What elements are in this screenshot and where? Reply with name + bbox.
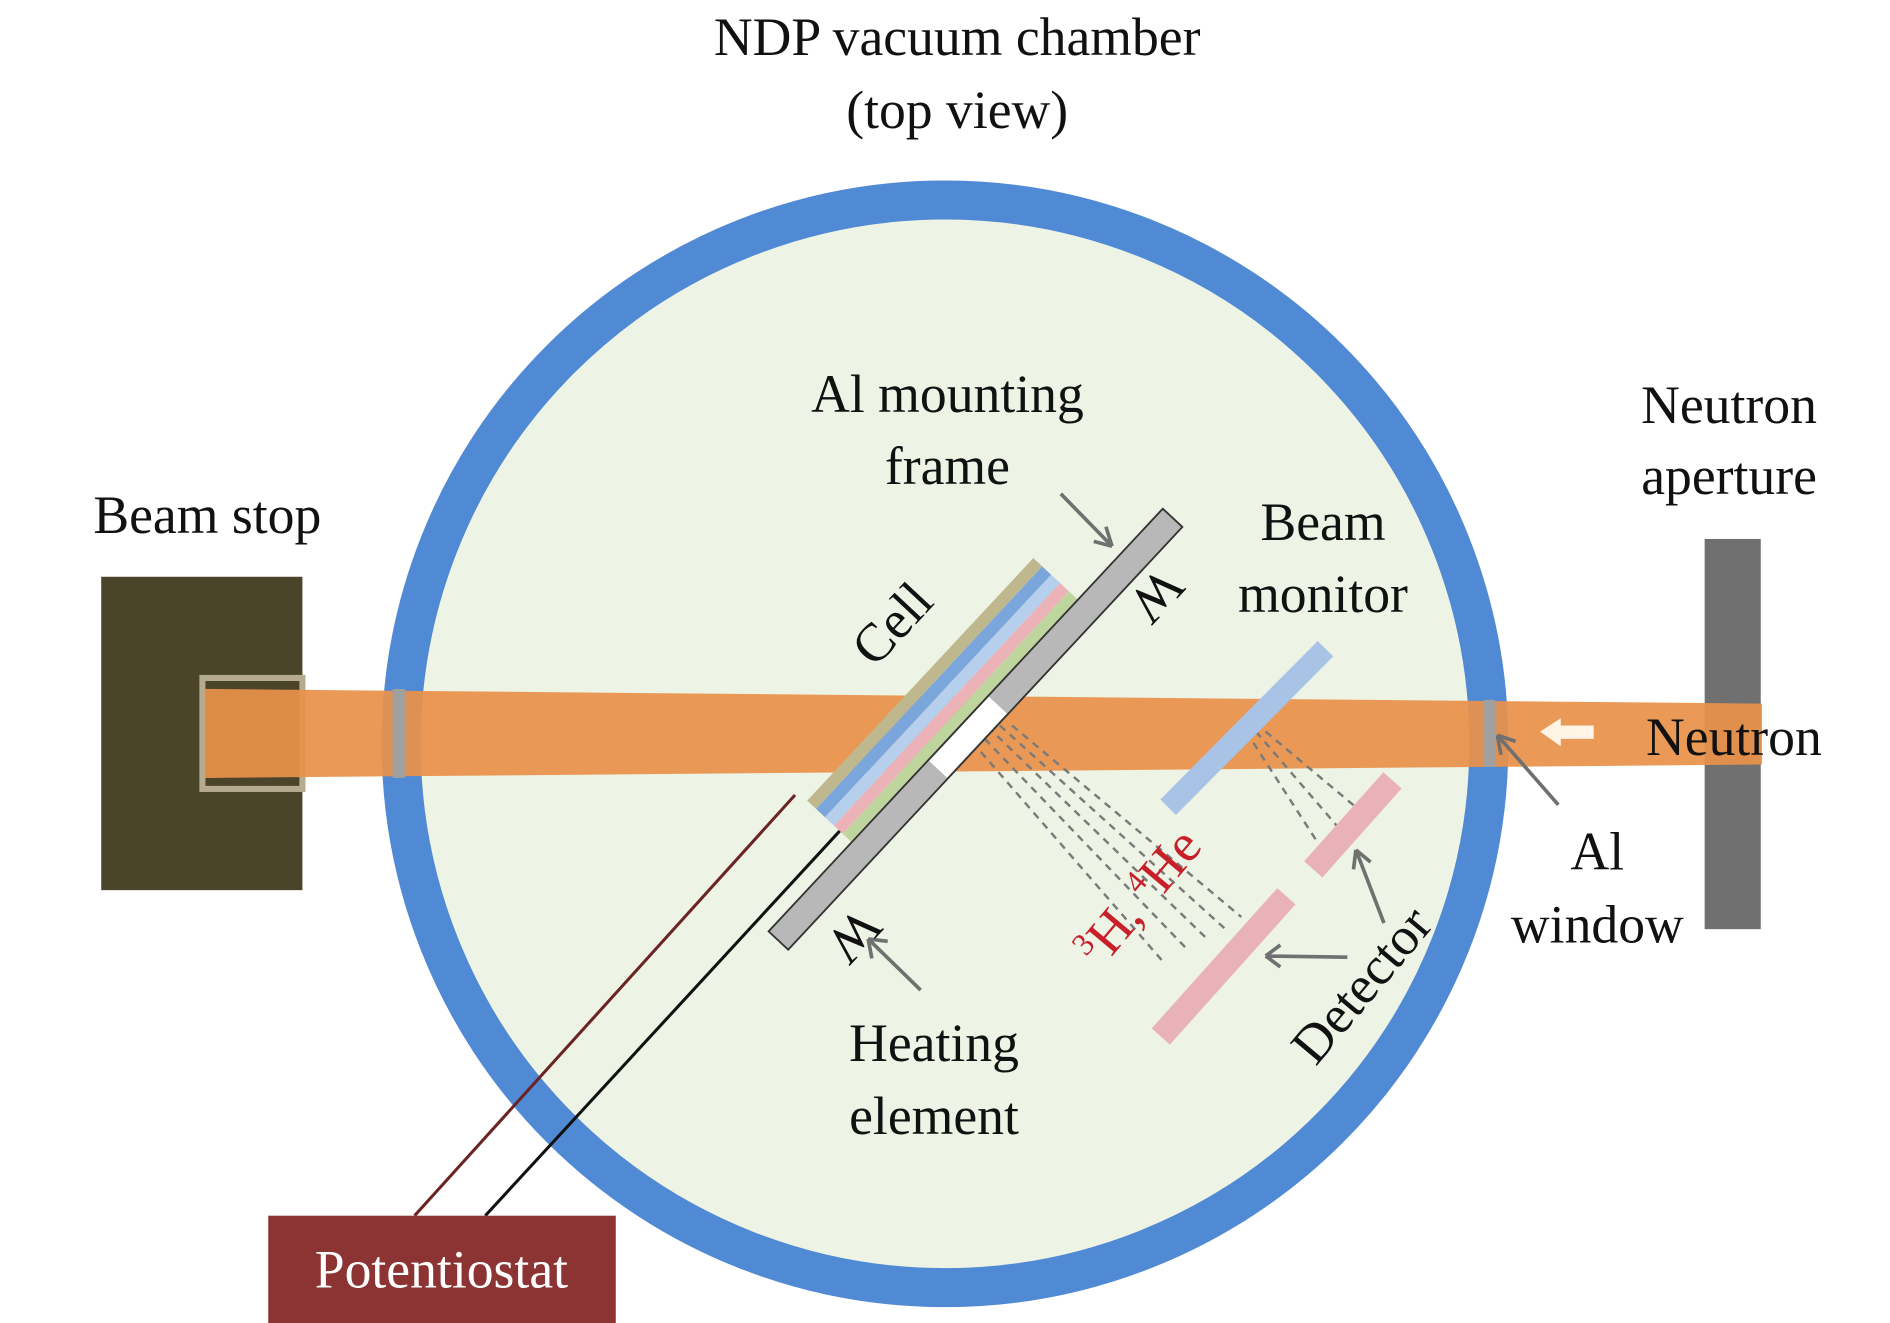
label-al-window-1: Al — [1571, 821, 1625, 881]
frame-window — [929, 696, 1007, 778]
cell-layer-5 — [842, 591, 1078, 843]
beam-direction-arrow-icon — [1540, 718, 1594, 747]
sample-assembly — [767, 507, 1184, 951]
label-beam-monitor-1: Beam — [1260, 492, 1385, 552]
label-beam-monitor-2: monitor — [1238, 564, 1408, 624]
detector-1 — [1304, 772, 1402, 878]
label-mounting-frame-1: Al mounting — [811, 364, 1084, 424]
label-aperture-2: aperture — [1641, 446, 1817, 506]
title-line2: (top view) — [846, 80, 1068, 140]
cell-layer-4 — [833, 583, 1070, 834]
label-beam-stop: Beam stop — [93, 485, 321, 545]
label-mounting-frame-2: frame — [885, 436, 1010, 496]
label-aperture-1: Neutron — [1641, 375, 1817, 435]
pointer-arrows — [866, 492, 1560, 992]
cell-layer-3 — [824, 574, 1061, 826]
label-al-window-2: window — [1511, 895, 1684, 955]
wire-black — [484, 828, 843, 1217]
al-window-left — [392, 688, 405, 778]
label-neutron: Neutron — [1646, 707, 1822, 767]
potentiostat-box — [268, 1215, 616, 1323]
cell-layer-2 — [816, 566, 1052, 818]
cell-layer-1 — [807, 558, 1043, 809]
label-heating-1: Heating — [849, 1013, 1019, 1073]
title-line1: NDP vacuum chamber — [714, 7, 1201, 67]
detector-2 — [1151, 888, 1296, 1045]
beam-monitor — [1160, 640, 1334, 815]
al-window-right — [1483, 699, 1495, 767]
label-potentiostat: Potentiostat — [315, 1240, 568, 1300]
wire-red — [413, 793, 797, 1217]
label-heating-2: element — [849, 1086, 1019, 1146]
particle-trajectories — [962, 724, 1357, 965]
